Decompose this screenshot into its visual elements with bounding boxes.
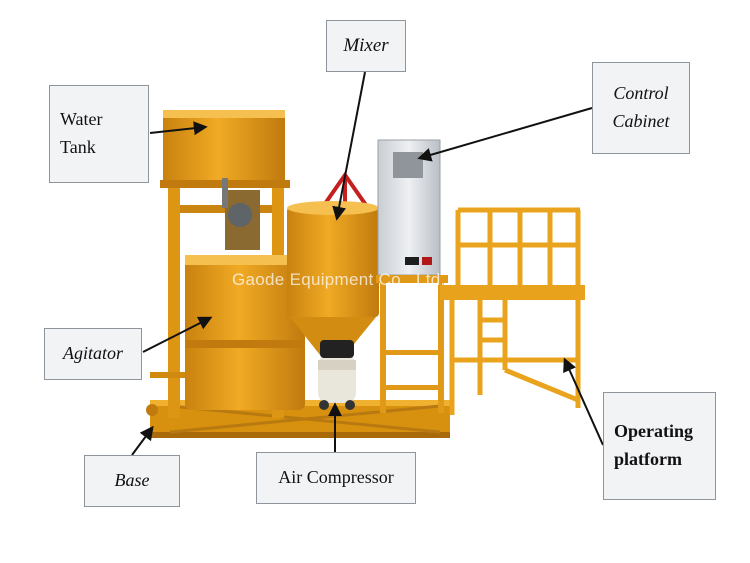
label-mixer-text: Mixer [343,35,389,57]
label-water-tank: Water Tank [49,85,149,183]
mixer-tank [287,171,379,355]
label-base: Base [84,455,180,507]
label-operating-platform: Operating platform [603,392,716,500]
arrow-water-tank [149,121,208,136]
operating-platform [440,207,585,415]
label-base-text: Base [114,470,150,491]
label-control-cabinet: Control Cabinet [592,62,690,154]
label-control-cabinet-line1: Control [613,83,669,104]
label-air-compressor-text: Air Compressor [278,467,394,488]
label-control-cabinet-line2: Cabinet [612,111,670,131]
label-operating-platform-line2: platform [614,449,682,469]
label-water-tank-line2: Tank [60,137,96,157]
cabinet-stand [376,275,448,413]
arrow-base [131,425,154,456]
air-compressor [318,340,356,410]
label-air-compressor: Air Compressor [256,452,416,504]
arrow-operating-platform [563,357,604,446]
control-cabinet [377,139,441,276]
label-agitator: Agitator [44,328,142,380]
label-operating-platform-line1: Operating [614,421,693,442]
label-agitator-text: Agitator [62,343,123,364]
label-mixer: Mixer [326,20,406,72]
watermark-text: Gaode Equipment Co., Ltd. [232,270,446,289]
arrow-control-cabinet [417,107,593,162]
label-water-tank-line1: Water [60,109,103,130]
agitator-tank [150,255,305,410]
arrow-mixer [332,71,366,221]
arrow-agitator [142,316,213,353]
callout-arrows [131,71,604,456]
water-tank [160,110,290,188]
